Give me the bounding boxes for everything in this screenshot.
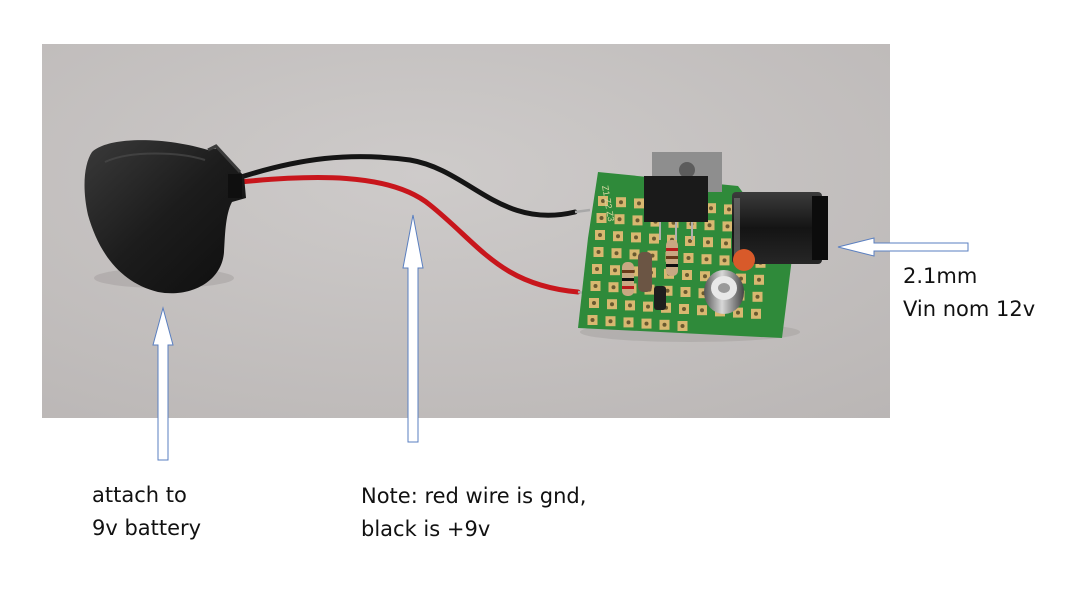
pcb-hole (637, 201, 641, 206)
caption-jack-line2: Vin nom 12v (903, 297, 1036, 321)
voltage-regulator (644, 152, 722, 240)
pcb-hole (616, 234, 620, 239)
black-wire (235, 154, 578, 218)
arrow-jack (837, 237, 969, 257)
pcb-hole (611, 285, 616, 290)
pcb-hole (755, 294, 760, 299)
pcb-hole (754, 311, 758, 316)
pcb-hole (632, 252, 637, 257)
pcb-hole (706, 240, 710, 245)
pcb-hole (707, 223, 712, 228)
pcb-hole (682, 307, 686, 311)
caption-jack-line1: 2.1mm (903, 264, 978, 288)
pcb-hole (601, 199, 605, 203)
pcb-hole (610, 302, 614, 307)
pcb-hole (662, 322, 667, 327)
pcb-hole (725, 224, 730, 229)
pcb-hole (628, 303, 632, 308)
caption-power-jack: 2.1mm Vin nom 12v (903, 260, 1035, 326)
electrolytic-capacitor (704, 270, 744, 314)
pcb-hole (727, 207, 731, 212)
pcb-hole (686, 256, 691, 260)
arrow-wire (402, 214, 424, 443)
caption-battery-line1: attach to (92, 483, 187, 507)
pcb-hole (680, 324, 685, 328)
pcb-hole (644, 321, 649, 326)
pcb-hole (590, 318, 595, 322)
pcb-hole (608, 319, 613, 324)
caption-note-line2: black is +9v (361, 517, 491, 541)
pcb-hole (619, 200, 623, 205)
pcb-hole (757, 277, 761, 282)
pcb-hole (635, 218, 640, 223)
pcb-hole (598, 233, 602, 237)
pcb-hole (724, 241, 728, 246)
pcb-hole (685, 273, 689, 277)
diode (654, 286, 666, 310)
pcb-hole (665, 288, 670, 293)
pcb-hole (596, 250, 601, 254)
pcb-hole (704, 257, 709, 262)
pcb-hole (709, 206, 713, 211)
battery-clip (84, 140, 246, 294)
pcb-hole (652, 236, 656, 241)
pcb-hole (614, 251, 619, 256)
caption-wire-note: Note: red wire is gnd, black is +9v (361, 480, 586, 546)
pcb-hole (722, 258, 727, 263)
pcb-hole (613, 268, 617, 273)
pcb-hole (700, 308, 704, 313)
power-jack (732, 192, 828, 264)
arrow-battery (152, 306, 174, 461)
pcb-hole (617, 217, 622, 222)
pcb-hole (646, 304, 650, 309)
pcb-hole (626, 320, 631, 325)
pcb-hole (592, 301, 596, 305)
pcb-hole (683, 290, 688, 294)
pcb-hole (703, 274, 707, 279)
pcb-hole (593, 284, 598, 288)
resistors (622, 240, 678, 296)
ceramic-capacitor (733, 249, 755, 271)
pcb-hole (736, 310, 740, 315)
pcb-hole (599, 216, 604, 220)
pcb-hole (634, 235, 638, 240)
caption-note-line1: Note: red wire is gnd, (361, 484, 587, 508)
pcb-hole (595, 267, 599, 271)
red-wire (237, 175, 581, 295)
caption-battery: attach to 9v battery (92, 479, 201, 545)
caption-battery-line2: 9v battery (92, 516, 202, 540)
